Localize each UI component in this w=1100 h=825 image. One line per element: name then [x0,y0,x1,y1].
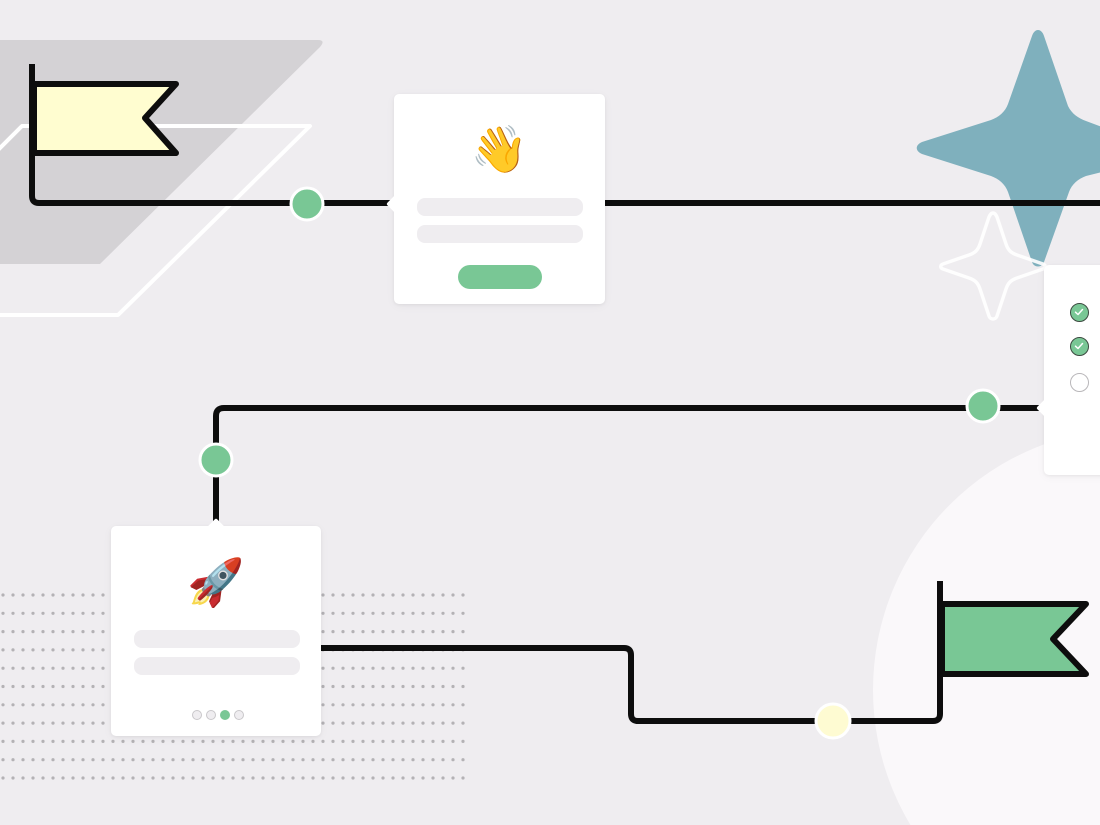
skeleton-line-2 [417,225,583,243]
welcome-cta-button[interactable] [458,265,542,289]
milestone-marker-4[interactable] [814,702,852,740]
skeleton-line-1 [134,630,300,648]
welcome-card: 👋 [386,94,605,304]
sparkle-outline-icon [939,211,1047,321]
milestone-marker-1[interactable] [289,186,325,222]
outline-parallelogram-shape [0,124,312,317]
rocket-icon: 🚀 [187,555,245,609]
path-segment-middle [213,405,1060,530]
checklist-item-1-checkbox[interactable]: Checklist item 1 [1070,303,1089,322]
checklist-item-2-checkbox[interactable]: Checklist item 2 [1070,337,1089,356]
launch-card: 🚀 [111,518,321,736]
checklist-card: Checklist item 1 Checklist item 2 Checkl… [1036,265,1100,475]
milestone-marker-3[interactable] [198,442,234,478]
path-segment-top [29,64,1100,206]
carousel-pager [192,710,244,720]
skeleton-line-1 [417,198,583,216]
pager-dot-3-active[interactable] [220,710,230,720]
checkmark-icon [1074,342,1084,350]
pager-dot-4[interactable] [234,710,244,720]
checkmark-icon [1074,308,1084,316]
sparkle-star-icon [916,30,1100,267]
checklist-item-3-checkbox[interactable]: Checklist item 3 [1070,373,1089,392]
start-flag-icon [31,81,179,156]
pager-dot-1[interactable] [192,710,202,720]
pager-dot-2[interactable] [206,710,216,720]
finish-flag-icon [939,601,1089,677]
path-segment-bottom [318,581,943,724]
milestone-marker-2[interactable] [965,388,1001,424]
skeleton-line-2 [134,657,300,675]
waving-hand-icon: 👋 [470,122,529,176]
